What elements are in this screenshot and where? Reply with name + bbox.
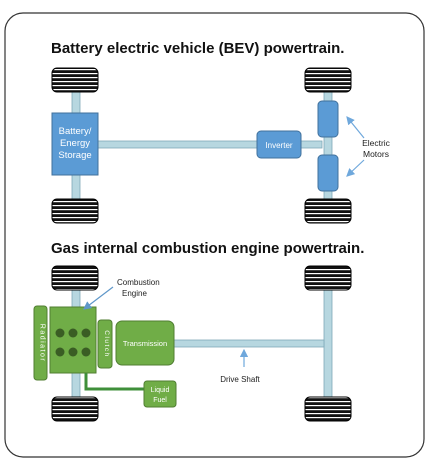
motors-label-1: Electric — [362, 138, 391, 148]
motor-arrow-top — [346, 116, 365, 139]
battery-label-1: Battery/ — [59, 126, 92, 137]
bev-power-cable — [95, 140, 259, 149]
engine-label-2: Engine — [122, 289, 147, 298]
drive-shaft — [171, 339, 325, 348]
engine-label-1: Combustion — [117, 278, 160, 287]
gas-powertrain: Radiator Combustion Engine Clutch Transm… — [33, 265, 352, 422]
cylinder-3 — [81, 328, 91, 338]
cylinder-2 — [68, 328, 78, 338]
engine-cylinders — [55, 328, 91, 357]
fuel-label-2: Fuel — [153, 397, 167, 404]
combustion-engine-box — [49, 306, 97, 374]
gas-rear-axle — [323, 287, 333, 401]
electric-motor-top — [317, 100, 339, 138]
gas-tire-front-left — [51, 265, 99, 291]
bev-tire-rear-left — [304, 67, 352, 93]
inverter-label: Inverter — [265, 141, 292, 150]
bev-title: Battery electric vehicle (BEV) powertrai… — [51, 40, 345, 57]
transmission-label: Transmission — [123, 339, 167, 348]
fuel-line — [84, 373, 146, 391]
bev-inverter-link — [299, 140, 323, 149]
radiator-label: Radiator — [39, 324, 46, 362]
bev-tire-rear-right — [304, 198, 352, 224]
clutch-label: Clutch — [103, 330, 110, 357]
cylinder-6 — [81, 347, 91, 357]
bev-powertrain: Battery/ Energy Storage Inverter Electri… — [51, 67, 391, 224]
cylinder-1 — [55, 328, 65, 338]
radiator-box — [33, 305, 48, 381]
gas-title: Gas internal combustion engine powertrai… — [51, 240, 365, 257]
electric-motor-bottom — [317, 154, 339, 192]
motor-arrow-bottom — [346, 159, 365, 177]
gas-tire-rear-right — [304, 396, 352, 422]
gas-tire-rear-left — [304, 265, 352, 291]
battery-label-2: Energy — [60, 138, 90, 149]
bev-tire-front-right — [51, 198, 99, 224]
battery-box — [51, 112, 99, 176]
transmission-box — [115, 320, 175, 366]
liquid-fuel-box — [143, 380, 177, 408]
battery-label-3: Storage — [58, 150, 91, 161]
drive-shaft-label: Drive Shaft — [220, 375, 260, 384]
cylinder-4 — [55, 347, 65, 357]
bev-tire-front-left — [51, 67, 99, 93]
cylinder-5 — [68, 347, 78, 357]
inverter-box — [256, 130, 302, 159]
clutch-box — [97, 319, 113, 369]
gas-tire-front-right — [51, 396, 99, 422]
fuel-label-1: Liquid — [151, 387, 170, 394]
motors-label-2: Motors — [363, 149, 389, 159]
engine-arrow — [83, 286, 114, 310]
